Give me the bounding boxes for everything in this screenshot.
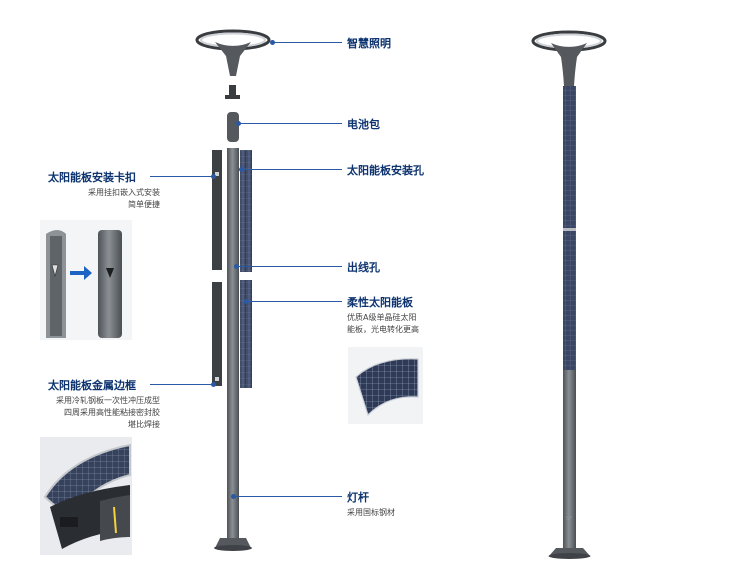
callout-dot — [239, 167, 244, 172]
callout-dot — [231, 494, 236, 499]
pole-desc: 采用国标钢材 — [347, 508, 395, 517]
flexible-panel-image — [348, 347, 423, 424]
label-panel-clip: 太阳能板安装卡扣 — [48, 171, 136, 184]
callout-dot — [211, 174, 216, 179]
metal-frame-desc: 采用冷轧钢板一次性冲压成型 四周采用高性能粘接密封胶 堪比焊接 — [56, 396, 160, 429]
callout-dot — [211, 382, 216, 387]
arrow-right-icon — [70, 266, 92, 280]
callout-dot — [234, 264, 239, 269]
label-flexible-panel: 柔性太阳能板 — [347, 296, 413, 309]
label-pole: 灯杆 — [347, 491, 369, 504]
callout-line — [248, 301, 342, 302]
callout-line — [238, 266, 342, 267]
label-smart-lighting: 智慧照明 — [347, 37, 391, 50]
svg-text:SF: SF — [566, 516, 572, 522]
flexible-panel-desc: 优质A级单晶硅太阳 能板，光电转化更高 — [347, 313, 419, 334]
callout-line — [150, 384, 212, 385]
callout-line — [240, 123, 342, 124]
lamp-head-icon — [195, 29, 271, 76]
callout-dot — [244, 299, 249, 304]
assembled-pole: SF — [531, 30, 607, 559]
label-outlet-hole: 出线孔 — [347, 261, 380, 274]
label-panel-mount-hole: 太阳能板安装孔 — [347, 164, 424, 177]
callout-dot — [236, 121, 241, 126]
label-metal-frame: 太阳能板金属边框 — [48, 379, 136, 392]
callout-line — [150, 176, 212, 177]
callout-line — [274, 42, 342, 43]
label-battery-pack: 电池包 — [347, 118, 380, 131]
panel-clip-desc: 采用挂扣嵌入式安装 简单便捷 — [88, 188, 160, 209]
callout-line — [235, 496, 342, 497]
callout-line — [243, 169, 342, 170]
panel-clip-image — [40, 220, 132, 340]
metal-frame-image — [40, 437, 132, 555]
callout-dot — [270, 40, 275, 45]
